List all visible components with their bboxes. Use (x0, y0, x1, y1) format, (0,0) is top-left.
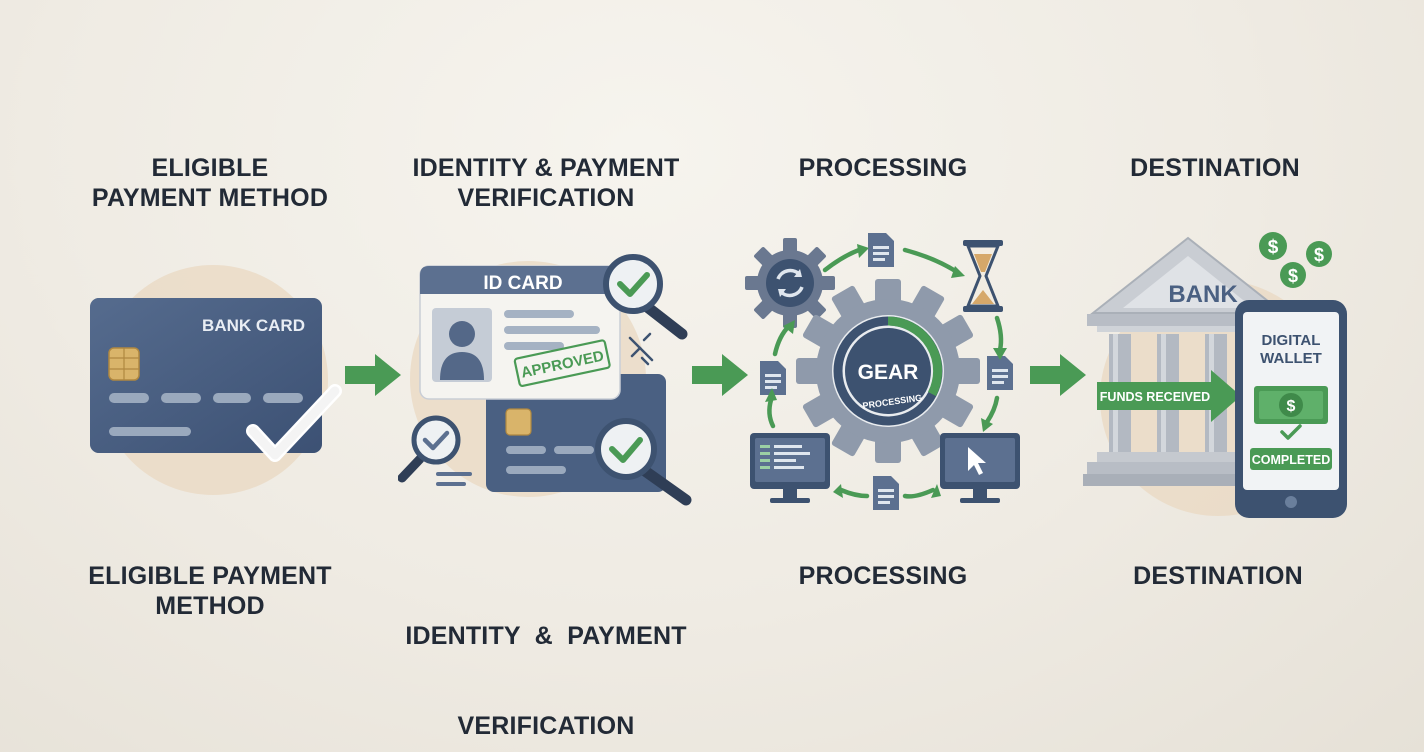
gear-label: GEAR (858, 361, 919, 384)
magnifier-icon (595, 418, 692, 506)
dollar-coin-icon: $ (1306, 241, 1332, 267)
step-1-illustration: BANK CARD (85, 255, 355, 505)
flow-arrow-2 (690, 352, 750, 403)
step-1-bottom-title-line2: METHOD (155, 592, 265, 620)
flow-arrow-1 (343, 352, 403, 403)
card-label: BANK CARD (202, 316, 305, 335)
step-2-top-title: IDENTITY & PAYMENT VERIFICATION (396, 153, 696, 213)
magnifier-icon (398, 415, 472, 486)
flow-arrow-3 (1028, 352, 1088, 403)
bank-card-icon: BANK CARD (90, 298, 322, 453)
step-1-bottom-title: ELIGIBLE PAYMENT METHOD (75, 561, 345, 621)
step-2-top-title-line2: VERIFICATION (457, 184, 635, 212)
bank-label: BANK (1168, 281, 1238, 308)
step-3-illustration: GEAR PROCESSING (745, 228, 1030, 523)
step-4-bottom-title-line1: DESTINATION (1133, 562, 1303, 590)
step-4-illustration: BANK FUNDS RECEIVED DIGITAL WALLET (1083, 228, 1353, 523)
checkmark-icon (1280, 424, 1302, 440)
step-2-illustration: ID CARD APPROVED (398, 244, 698, 509)
step-3-top-title: PROCESSING (763, 153, 1003, 183)
person-avatar-icon (449, 321, 475, 347)
completed-label: COMPLETED (1252, 453, 1330, 467)
step-2-bottom-title-line1: IDENTITY & PAYMENT (405, 622, 687, 650)
wallet-label-line1: DIGITAL (1262, 332, 1321, 349)
step-4-top-title-line1: DESTINATION (1130, 154, 1300, 182)
svg-text:$: $ (1287, 398, 1296, 415)
svg-text:$: $ (1288, 266, 1298, 286)
smartphone-icon: DIGITAL WALLET $ COMPLETED (1235, 300, 1347, 518)
id-card-icon: ID CARD APPROVED (419, 265, 621, 400)
step-4-top-title: DESTINATION (1095, 153, 1335, 183)
gear-icon: GEAR PROCESSING (796, 279, 980, 463)
monitor-icon (750, 433, 830, 503)
dollar-coin-icon: $ (1280, 262, 1306, 288)
wallet-label-line2: WALLET (1260, 350, 1322, 367)
dollar-coin-icon: $ (1259, 232, 1287, 260)
step-1-bottom-title-line1: ELIGIBLE PAYMENT (88, 562, 332, 590)
step-3-bottom-title: PROCESSING (763, 561, 1003, 591)
gear-icon (745, 238, 835, 328)
funds-label: FUNDS RECEIVED (1100, 390, 1210, 404)
document-icon (760, 361, 786, 395)
step-1-top-title-line1: ELIGIBLE (151, 154, 269, 182)
document-icon (987, 356, 1013, 390)
magnifier-icon (603, 254, 688, 340)
hourglass-icon (963, 240, 1003, 312)
step-2-bottom-title-line2: VERIFICATION (457, 712, 635, 740)
step-1-top-title-line2: PAYMENT METHOD (91, 184, 329, 212)
step-1-top-title: ELIGIBLE PAYMENT METHOD (80, 153, 340, 213)
banknote-icon: $ (1254, 386, 1328, 424)
monitor-icon (940, 433, 1020, 503)
step-3-top-title-line1: PROCESSING (798, 154, 968, 182)
cycle-arrows (767, 247, 1004, 499)
svg-text:$: $ (1314, 245, 1324, 265)
step-3-bottom-title-line1: PROCESSING (798, 562, 968, 590)
funds-received-arrow: FUNDS RECEIVED (1097, 370, 1241, 422)
sparkle-icon (628, 332, 654, 366)
document-icon (868, 233, 894, 267)
step-2-top-title-line1: IDENTITY & PAYMENT (412, 154, 680, 182)
step-2-bottom-title: IDENTITY & PAYMENT VERIFICATION (391, 561, 701, 752)
cursor-icon (968, 447, 986, 475)
step-4-bottom-title: DESTINATION (1098, 561, 1338, 591)
id-card-label: ID CARD (483, 273, 562, 294)
document-icon (873, 476, 899, 510)
svg-text:$: $ (1268, 237, 1279, 258)
